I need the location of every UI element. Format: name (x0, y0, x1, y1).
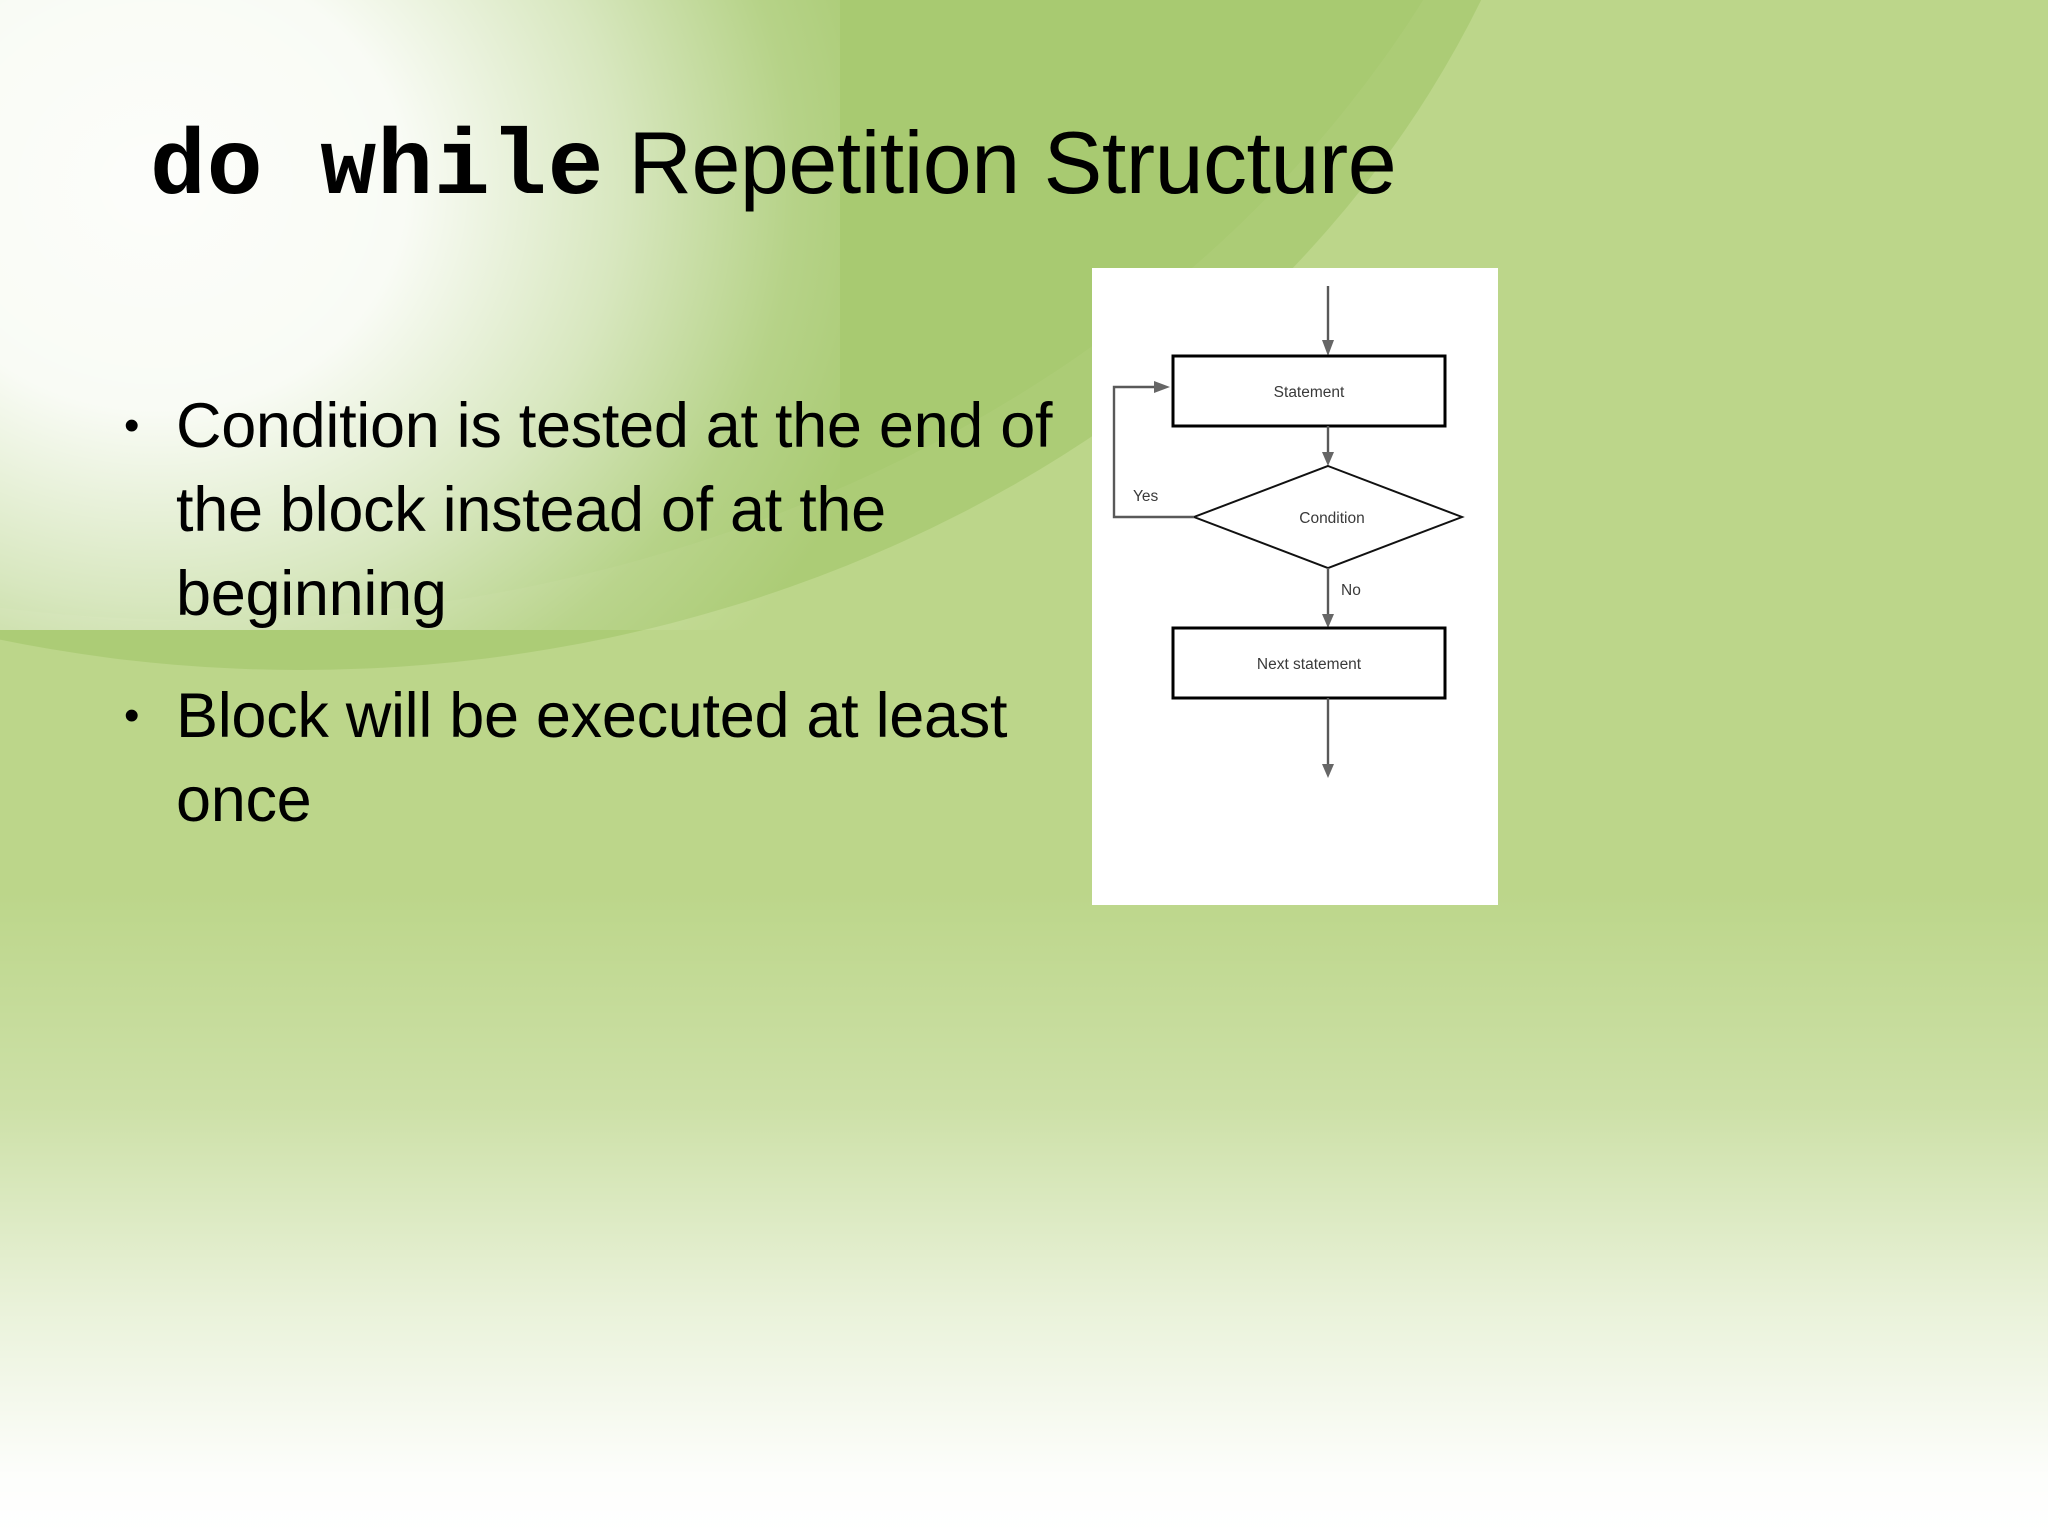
next-statement-label: Next statement (1257, 656, 1362, 673)
exit-arrow-head (1322, 764, 1334, 778)
condition-label: Condition (1299, 510, 1365, 527)
statement-box (1171, 354, 1447, 428)
yes-loop-arrow-head (1154, 381, 1170, 393)
yes-loop-line (1112, 385, 1194, 519)
flowchart-image: Statement Condition Yes No Next statemen… (1092, 268, 1498, 905)
yes-edge-label: Yes (1133, 488, 1159, 505)
next-statement-box (1171, 626, 1447, 700)
list-item: • Block will be executed at least once (118, 674, 1118, 842)
statement-box-label: Statement (1274, 384, 1345, 401)
bullet-marker-icon: • (124, 691, 140, 740)
list-item: • Condition is tested at the end of the … (118, 384, 1118, 636)
entry-arrow-head (1322, 340, 1334, 356)
bullet-marker-icon: • (124, 401, 140, 450)
title-rest-text: Repetition Structure (604, 113, 1397, 213)
bullet-list: • Condition is tested at the end of the … (118, 384, 1118, 880)
bullet-text: Block will be executed at least once (176, 681, 1008, 835)
condition-to-next-arrow (1322, 614, 1334, 628)
page-title: do while Repetition Structure (150, 119, 1970, 216)
bullet-text: Condition is tested at the end of the bl… (176, 391, 1053, 629)
no-edge-label: No (1341, 582, 1361, 599)
flowchart-svg: Statement Condition Yes No Next statemen… (1112, 286, 1465, 778)
title-code-text: do while (150, 116, 605, 222)
statement-to-condition-arrow (1322, 452, 1334, 466)
